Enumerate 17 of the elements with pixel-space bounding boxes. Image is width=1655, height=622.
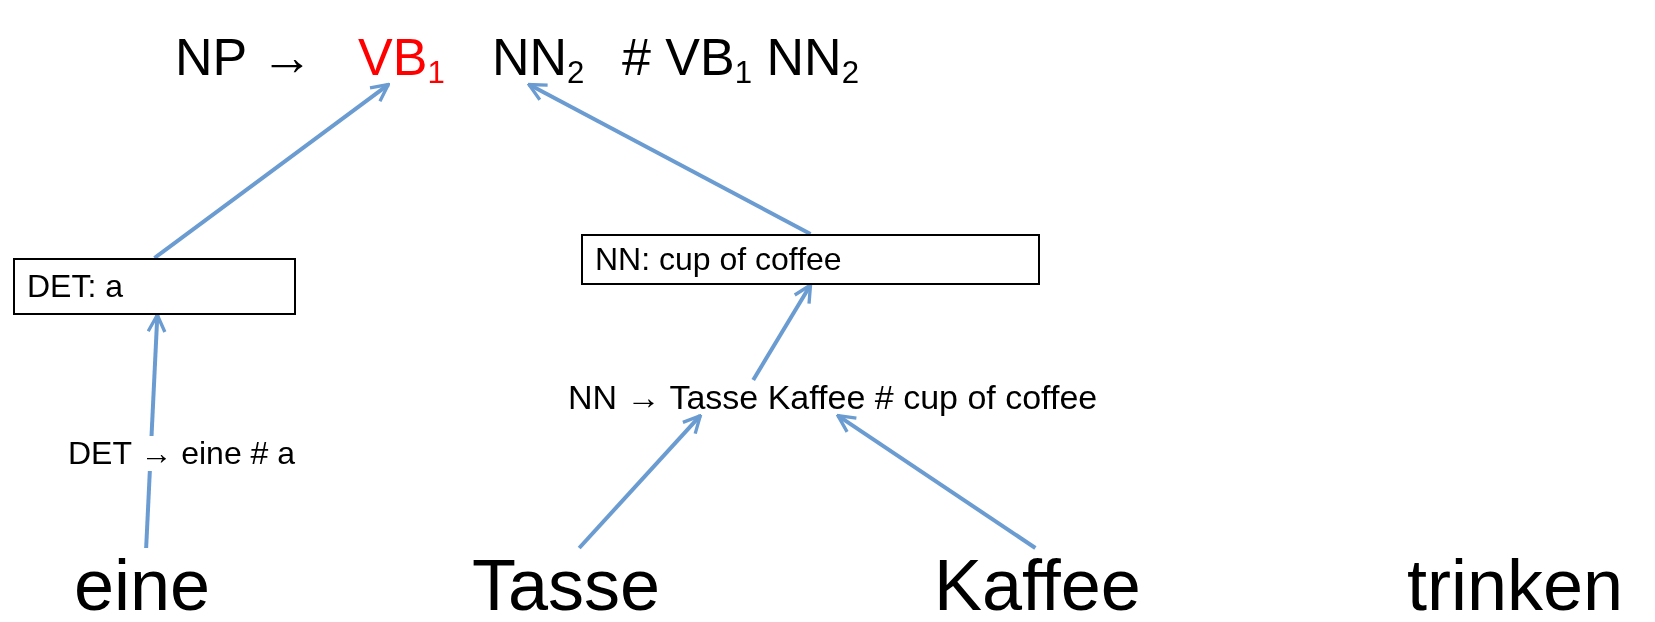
arrow: [153, 82, 390, 260]
rule-text: NP →: [175, 30, 313, 85]
rule-text: NN → Tasse Kaffee # cup of coffee: [568, 380, 1098, 416]
source-word: Kaffee: [934, 548, 1141, 622]
rule-symbol: NN$_{2}$: [492, 30, 585, 85]
category-box: DET: a: [13, 258, 296, 315]
rule-symbol: VB$_{1}$: [358, 30, 445, 85]
rule-text: # VB$_{1}$ NN$_{2}$: [622, 30, 859, 85]
arrow: [751, 283, 813, 382]
arrow: [577, 414, 702, 550]
source-word: eine: [74, 548, 211, 622]
edge-label: DET → eine # a: [68, 436, 296, 472]
source-word: Tasse: [472, 548, 661, 622]
source-word: trinken: [1407, 548, 1624, 622]
category-box: NN: cup of coffee: [581, 234, 1040, 285]
arrow: [527, 82, 812, 236]
arrow: [836, 414, 1037, 550]
